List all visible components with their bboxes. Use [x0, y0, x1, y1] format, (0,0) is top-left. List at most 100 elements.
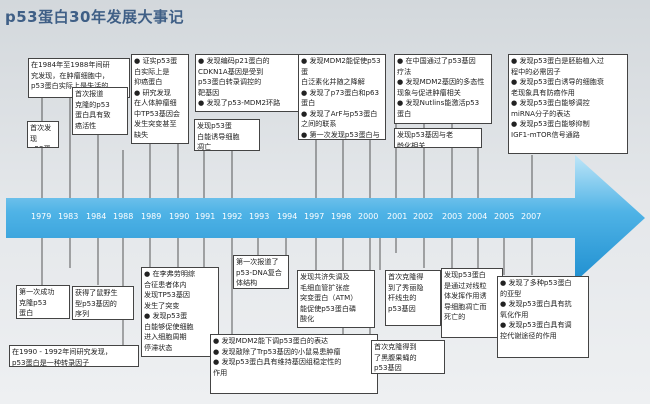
- year-label: 2004: [467, 212, 488, 221]
- event-text-line: 程中的必需因子: [511, 66, 561, 76]
- event-text-line: ● 发现p53蛋白具有维持基因组稳定性的: [213, 357, 342, 366]
- event-text-line: 进入细胞周期: [144, 332, 187, 341]
- event-text-line: ● 发现了ArF与p53蛋白: [301, 108, 378, 118]
- year-label: 1988: [113, 212, 134, 221]
- event-text-line: 发生突变甚至: [134, 119, 177, 128]
- event-text-line: ● 第一次发现p53蛋白与: [301, 129, 380, 139]
- event-text-line: 是通过对线粒: [444, 280, 487, 290]
- year-label: 2002: [413, 212, 434, 221]
- event-text-line: 体结构: [236, 278, 258, 287]
- event-text-line: ● 发现p53蛋白能够抑制: [511, 119, 590, 128]
- event-text-line: 蛋白: [301, 98, 316, 107]
- year-label: 1983: [58, 212, 79, 221]
- event-text-line: 白实际上是: [134, 66, 170, 76]
- event-text-line: 序列: [75, 309, 90, 318]
- year-label: 1994: [277, 212, 298, 221]
- event-text-line: ● 证实p53蛋: [134, 56, 178, 65]
- bottom-event-box-b7: ● 发现MDM2能下调p53蛋白的表达● 发现敲除了Trp53基因的小鼠易患肿瘤…: [210, 334, 378, 394]
- event-text-line: 型p53基因的: [75, 298, 117, 308]
- event-text-line: 现象与促进肿瘤相关: [397, 87, 461, 97]
- top-event-box-t10: ● 发现p53蛋白是胚胎植入过程中的必需因子● 发现p53蛋白诱导的细胞衰老现象…: [508, 54, 628, 154]
- event-text-line: 凋亡: [197, 142, 212, 151]
- year-label: 1992: [222, 212, 243, 221]
- event-text-line: 蛋白: [19, 308, 34, 317]
- event-text-line: p53基因: [374, 363, 402, 372]
- top-event-box-t6: 发现p53蛋白能诱导细胞凋亡: [194, 119, 260, 151]
- event-text-line: 白能够促使细胞: [144, 321, 194, 331]
- year-label: 1993: [249, 212, 270, 221]
- event-text-line: 合征患者体内: [144, 279, 187, 289]
- event-text-line: ● 发现MDM2能促使p53蛋: [301, 56, 381, 76]
- event-text-line: 毛细血管扩张症: [300, 282, 350, 292]
- year-label: 2005: [494, 212, 515, 221]
- event-text-line: 停滞状态: [144, 342, 173, 352]
- event-text-line: 控代谢途径的作用: [500, 330, 557, 340]
- year-label: 1984: [86, 212, 107, 221]
- event-text-line: 发现p53基因与老: [397, 130, 454, 139]
- event-text-line: ● 发现p53蛋白诱导的细胞衰: [511, 77, 604, 86]
- event-text-line: 在人体肿瘤细: [134, 98, 177, 107]
- event-text-line: 克隆的p53: [75, 99, 110, 109]
- event-text-line: ● 发现敲除了Trp53基因的小鼠易患肿瘤: [213, 346, 341, 356]
- event-text-line: ● 发现MDM2能下调p53蛋白的表达: [213, 336, 329, 345]
- event-text-line: 蛋白具有致: [75, 110, 111, 119]
- event-text-line: ● 发现了p53-MDM2环路: [198, 98, 281, 107]
- event-text-line: 到了秀丽隐: [388, 282, 424, 292]
- event-text-line: 之间的联系: [301, 119, 337, 128]
- event-text-line: 发现p53蛋白: [444, 270, 486, 279]
- event-text-line: ● 研究发现: [134, 87, 171, 97]
- event-text-line: 体发挥作用诱: [444, 291, 487, 300]
- event-text-line: 靶基因: [198, 87, 220, 97]
- event-text-line: 疗法: [397, 66, 412, 76]
- year-label: 1989: [141, 212, 162, 221]
- event-text-line: 发生了突变: [144, 300, 180, 310]
- event-text-line: CDKN1A基因是受到: [198, 66, 264, 76]
- year-label: 1998: [331, 212, 352, 221]
- event-text-line: p53基因: [388, 303, 416, 313]
- event-text-line: 杆线虫的: [388, 293, 417, 302]
- event-text-line: 突变蛋白（ATM）: [300, 293, 358, 302]
- year-label: 2007: [521, 212, 542, 221]
- event-text-line: 癌活性: [75, 120, 97, 130]
- event-text-line: 了黑腹果蝇的: [374, 352, 417, 362]
- event-text-line: ● 发现p53蛋白是胚胎植入过: [511, 56, 604, 65]
- event-text-line: 抑癌蛋白: [134, 77, 163, 86]
- event-text-line: 白能诱导细胞: [197, 131, 240, 141]
- event-text-line: 死亡的: [444, 312, 466, 321]
- event-text-line: p53蛋白转录调控的: [198, 77, 262, 86]
- event-text-line: 中TP53基因会: [134, 108, 181, 118]
- event-text-line: ● 在中国通过了p53基因: [397, 56, 476, 65]
- year-label: 1997: [304, 212, 325, 221]
- event-text-line: ● 发现p53蛋: [144, 311, 188, 320]
- event-text-line: ● 发现p53蛋白能够调控: [511, 98, 590, 107]
- event-text-line: 首次报道: [75, 89, 104, 98]
- year-label: 2000: [358, 212, 379, 221]
- year-label: 1979: [31, 212, 52, 221]
- event-text-line: 氧化作用: [500, 309, 529, 319]
- event-text-line: 老现象具有防癌作用: [511, 87, 575, 97]
- bottom-event-box-b11: ● 发现了多种p53蛋白的亚型● 发现p53蛋白具有抗氧化作用● 发现p53蛋白…: [497, 276, 589, 358]
- event-text-line: 获得了鼠野生: [75, 288, 118, 297]
- event-text-line: 发现TP53基因: [144, 290, 191, 299]
- event-text-line: ● 发现Nutlins能激活p53: [397, 98, 480, 107]
- event-text-line: 在1984年至1988年间研: [31, 60, 110, 69]
- event-text-line: 首次克隆得到: [374, 342, 417, 351]
- event-text-line: p53蛋白是一种转录因子: [12, 357, 90, 367]
- event-text-line: miRNA分子的表达: [511, 108, 571, 118]
- event-text-line: 克隆p53: [19, 297, 47, 307]
- year-label: 1990: [169, 212, 190, 221]
- event-text-line: 龄化相关: [397, 140, 426, 148]
- event-text-line: 蛋白: [397, 108, 412, 118]
- bottom-event-box-b6: 发现共济失调及毛细血管扩张症突变蛋白（ATM）能促使p53蛋白磷酸化: [297, 270, 375, 328]
- event-text-line: 缺失: [134, 129, 149, 139]
- event-text-line: 的亚型: [500, 288, 522, 298]
